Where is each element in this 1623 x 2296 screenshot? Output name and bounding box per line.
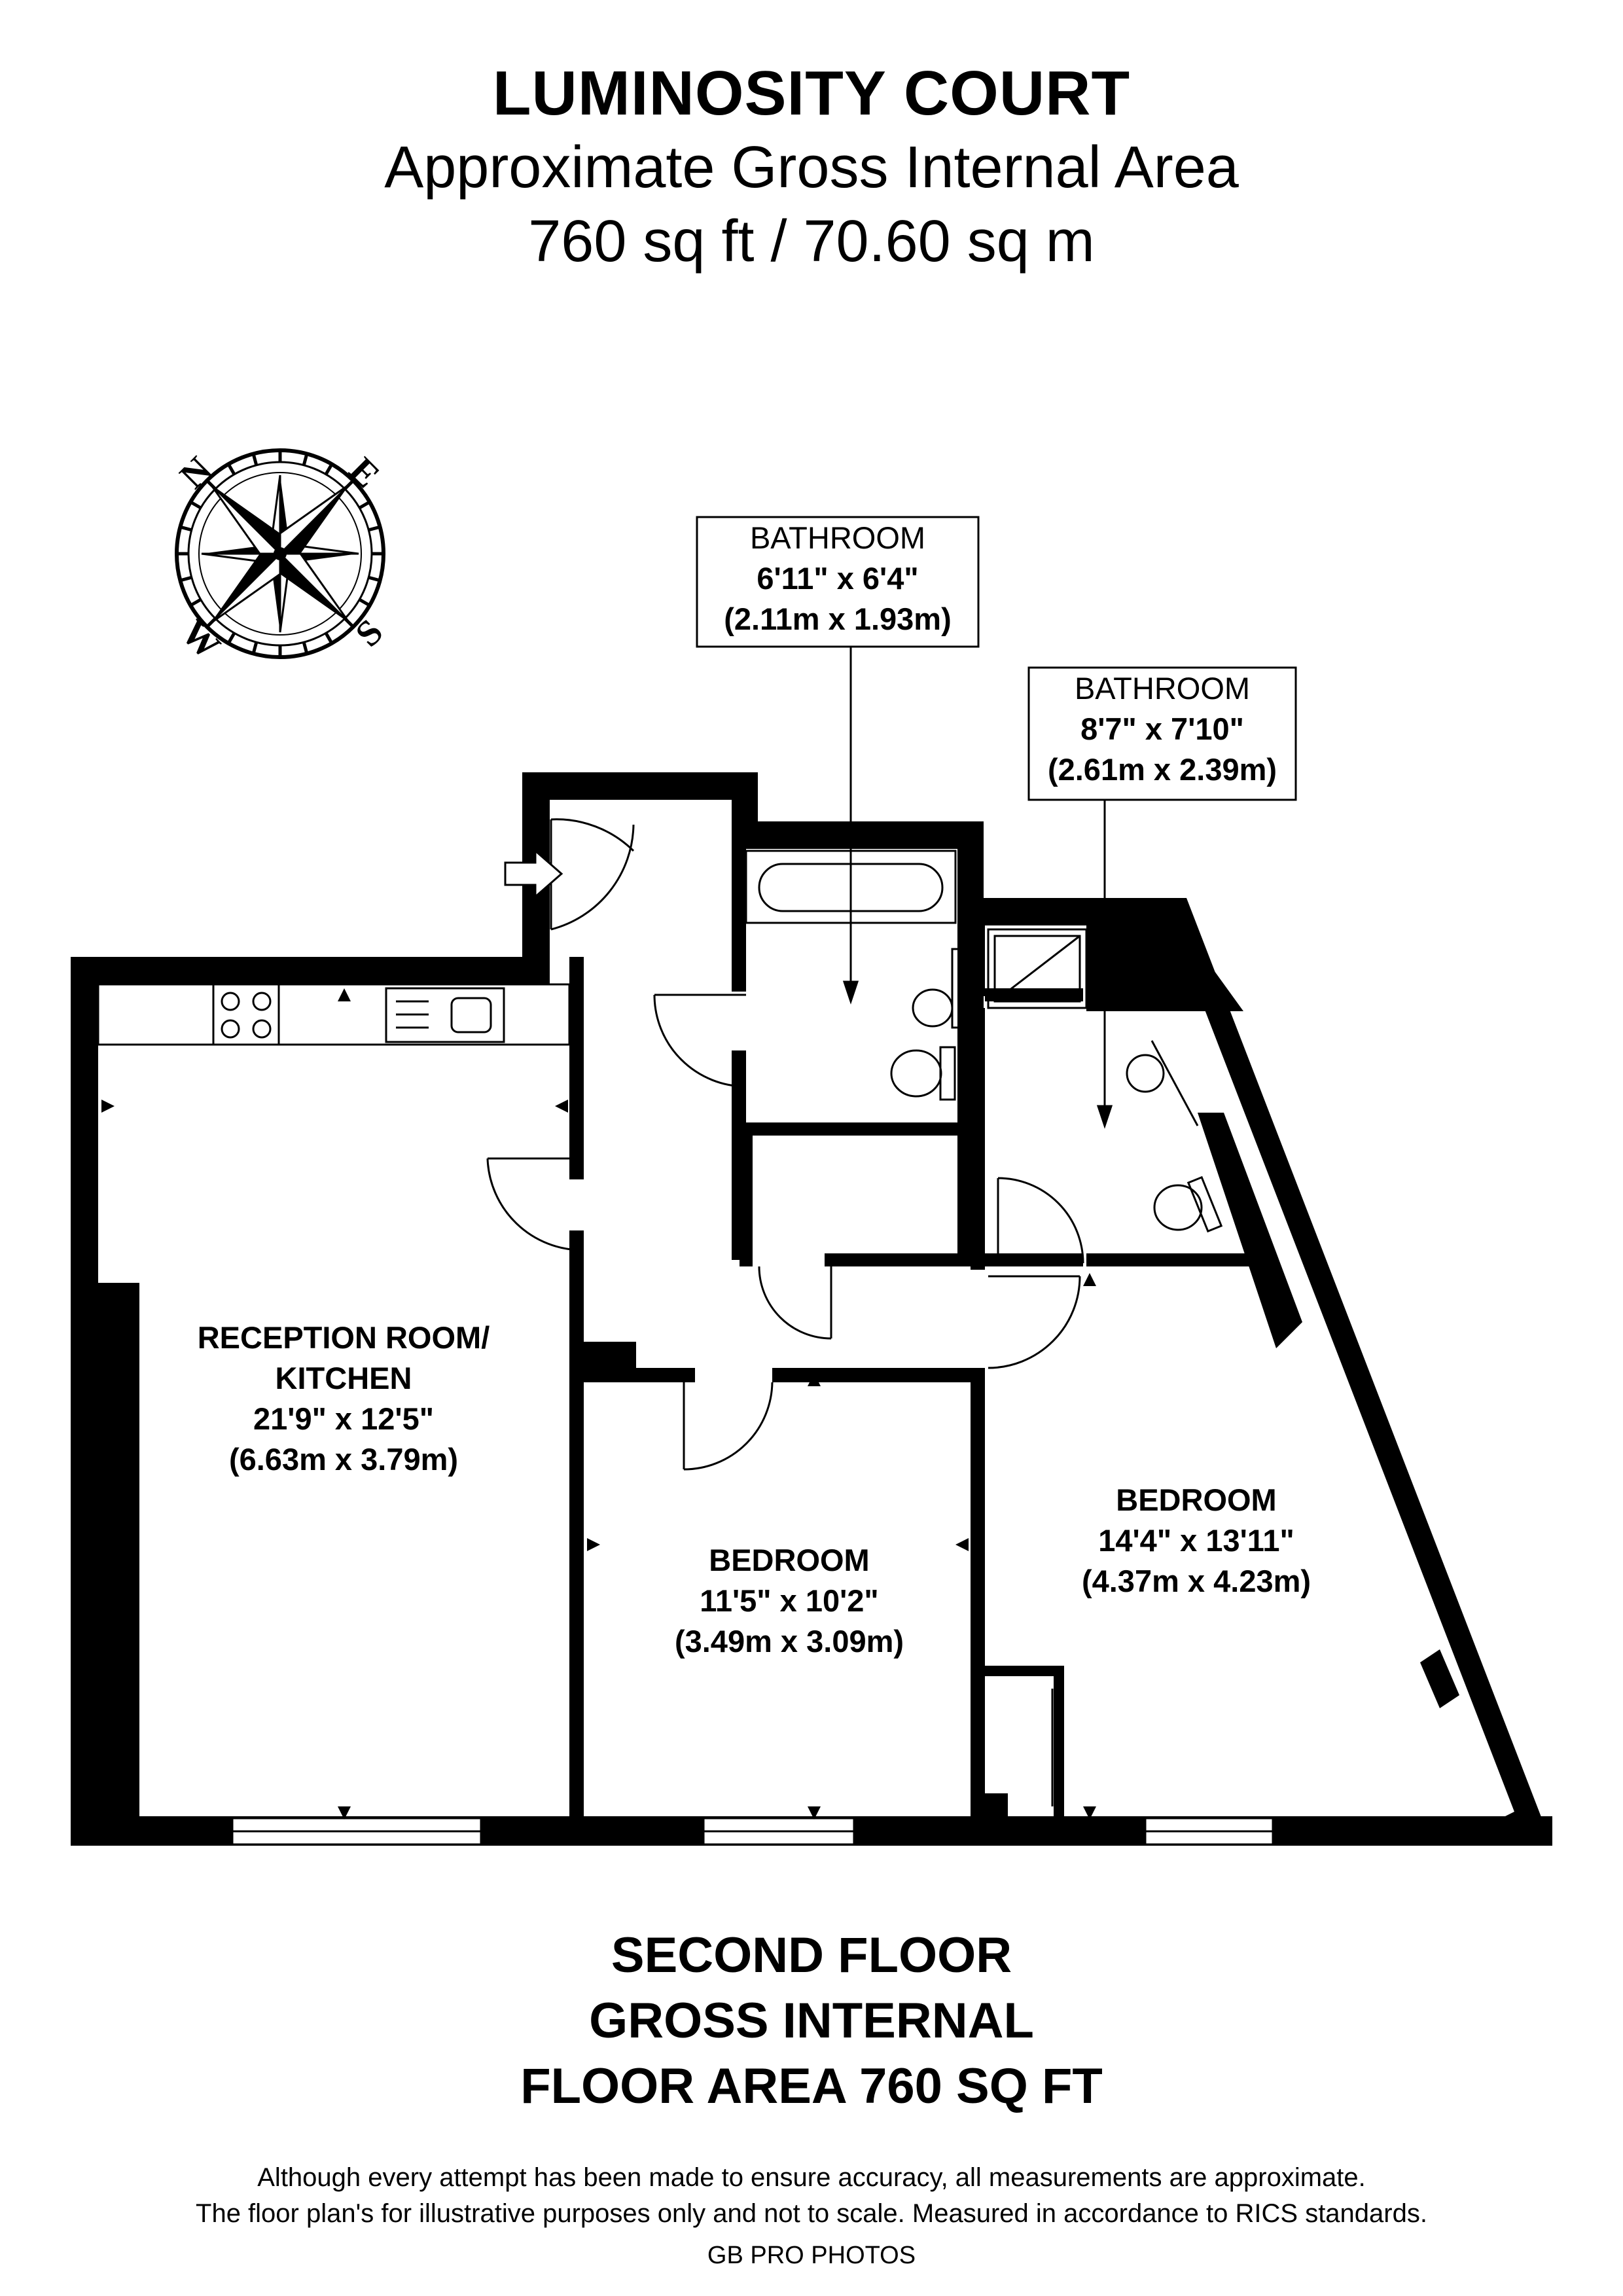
compass-east: E (342, 450, 387, 495)
room-name: BEDROOM (709, 1543, 869, 1577)
bathroom-2-label-box (1027, 666, 1297, 801)
compass-west: W (173, 613, 228, 667)
floor-area-total: FLOOR AREA 760 SQ FT (520, 2058, 1103, 2114)
room-name: BATHROOM (1075, 671, 1250, 706)
room-size-metric: (3.49m x 3.09m) (675, 1624, 904, 1659)
room-size-metric: (4.37m x 4.23m) (1082, 1564, 1311, 1598)
room-name: BATHROOM (750, 520, 925, 555)
doors (486, 818, 1084, 1806)
room-size-imperial: 6'11" x 6'4" (757, 561, 918, 596)
brand-name: GB PRO PHOTOS (707, 2242, 916, 2269)
area-subtitle: Approximate Gross Internal Area (384, 135, 1239, 200)
windows (231, 1817, 1274, 1846)
room-size-imperial: 14'4" x 13'11" (1098, 1523, 1294, 1558)
bathroom-2-label: BATHROOM 8'7" x 7'10" (2.61m x 2.39m) (1048, 671, 1277, 787)
reception-label: RECEPTION ROOM/ KITCHEN 21'9" x 12'5" (6… (198, 1320, 490, 1477)
bathroom-1-label: BATHROOM 6'11" x 6'4" (2.11m x 1.93m) (724, 520, 952, 636)
bedroom-1-label: BEDROOM 11'5" x 10'2" (3.49m x 3.09m) (675, 1543, 904, 1659)
room-name-line-2: KITCHEN (276, 1361, 412, 1395)
hob-icon (212, 983, 280, 1046)
entrance-arrow-icon (504, 848, 563, 899)
toilet-icon-2 (1153, 1184, 1203, 1231)
disclaimer-line-1: Although every attempt has been made to … (257, 2163, 1366, 2192)
gross-internal-label: GROSS INTERNAL (589, 1993, 1034, 2049)
room-size-imperial: 11'5" x 10'2" (700, 1583, 878, 1618)
basin-icon (912, 988, 954, 1028)
room-name: RECEPTION ROOM/ (198, 1320, 490, 1355)
room-size-metric: (6.63m x 3.79m) (229, 1442, 458, 1477)
bedroom-2-label: BEDROOM 14'4" x 13'11" (4.37m x 4.23m) (1082, 1482, 1311, 1598)
compass-north: N (172, 449, 219, 496)
bathroom-1-label-box (696, 516, 980, 648)
label-pointers (842, 647, 1113, 1129)
disclaimer-line-2: The floor plan's for illustrative purpos… (196, 2199, 1427, 2228)
room-size-metric: (2.11m x 1.93m) (724, 601, 952, 636)
room-name: BEDROOM (1116, 1482, 1276, 1517)
dimension-markers (101, 988, 1518, 1823)
compass-south: S (348, 611, 391, 655)
room-size-imperial: 8'7" x 7'10" (1080, 711, 1244, 746)
floor-name: SECOND FLOOR (611, 1928, 1012, 1983)
walls (71, 772, 1552, 1846)
total-area: 760 sq ft / 70.60 sq m (528, 209, 1095, 274)
compass-rose-icon: N E S W (172, 448, 391, 667)
shower-tray-icon (987, 928, 1088, 1009)
property-name: LUMINOSITY COURT (492, 58, 1131, 128)
basin-icon-2 (1126, 1054, 1165, 1093)
room-size-imperial: 21'9" x 12'5" (253, 1401, 434, 1436)
toilet-icon (939, 1046, 956, 1101)
kitchen-sink-icon (385, 987, 505, 1043)
room-size-metric: (2.61m x 2.39m) (1048, 752, 1277, 787)
